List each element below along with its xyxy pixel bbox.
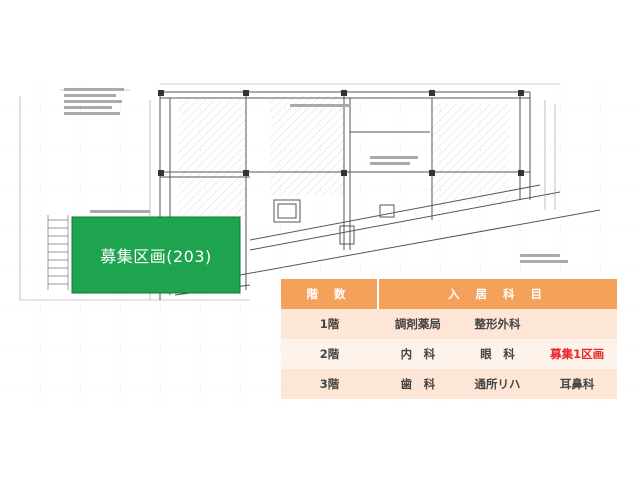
tenant-cell: 内 科 xyxy=(378,339,458,369)
hatched-areas xyxy=(178,96,510,218)
recruitment-zone-203[interactable] xyxy=(71,216,241,294)
table-header-row: 階 数 入 居 科 目 xyxy=(281,279,617,309)
annotation-notes xyxy=(64,88,568,263)
structural-columns xyxy=(158,90,524,176)
tenant-table: 階 数 入 居 科 目 1階 調剤薬局 整形外科 2階 内 科 眼 科 募集1区… xyxy=(281,279,617,399)
stairs xyxy=(47,215,69,290)
vacancy-cell: 募集1区画 xyxy=(537,339,617,369)
tenant-cell: 耳鼻科 xyxy=(537,369,617,399)
tenant-cell xyxy=(537,309,617,339)
tenant-cell: 整形外科 xyxy=(457,309,538,339)
tenant-cell: 調剤薬局 xyxy=(378,309,458,339)
table-row: 1階 調剤薬局 整形外科 xyxy=(281,309,617,339)
table-row: 2階 内 科 眼 科 募集1区画 xyxy=(281,339,617,369)
tenant-cell: 眼 科 xyxy=(457,339,538,369)
floor-cell: 2階 xyxy=(281,339,378,369)
floor-cell: 1階 xyxy=(281,309,378,339)
header-tenants: 入 居 科 目 xyxy=(378,279,617,309)
header-floor: 階 数 xyxy=(281,279,379,309)
table-row: 3階 歯 科 通所リハ 耳鼻科 xyxy=(281,369,617,399)
floor-cell: 3階 xyxy=(281,369,378,399)
tenant-cell: 通所リハ xyxy=(457,369,538,399)
tenant-cell: 歯 科 xyxy=(378,369,458,399)
